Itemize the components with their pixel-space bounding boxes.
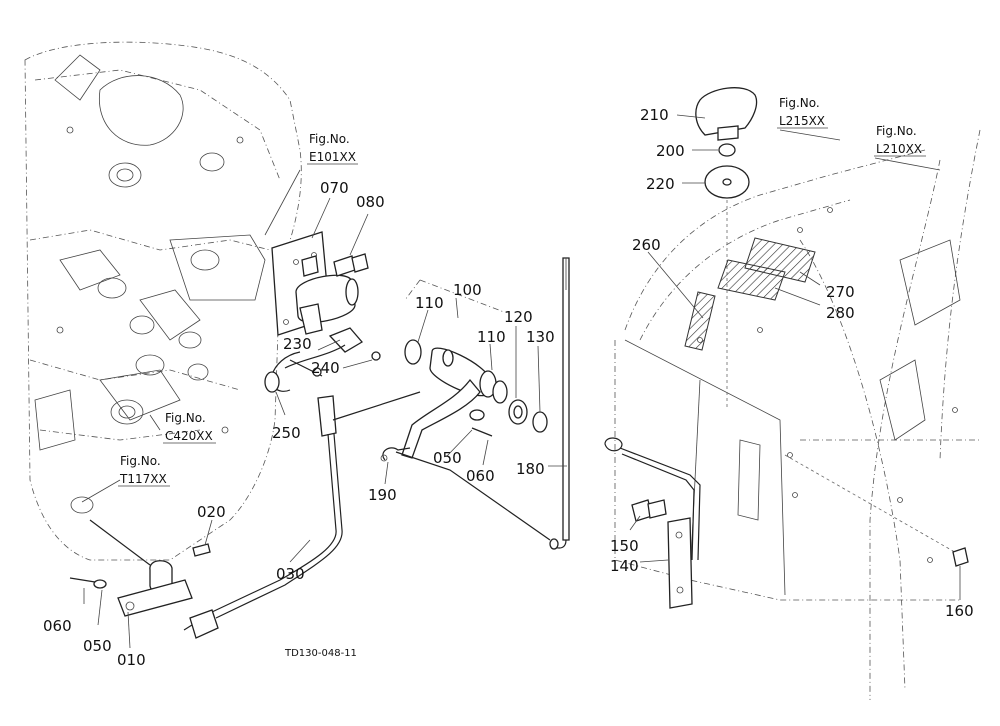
fender-panel xyxy=(614,129,981,700)
decal-280 xyxy=(717,259,786,301)
part-label-240: 240 xyxy=(311,359,340,377)
bolt-080 xyxy=(333,253,369,277)
rod-180 xyxy=(549,257,570,550)
part-label-120: 120 xyxy=(504,308,533,326)
part-label-250: 250 xyxy=(272,424,301,442)
part-label-100: 100 xyxy=(453,281,482,299)
figure-references: Fig.No. E101XX Fig.No. C420XX Fig.No. T1… xyxy=(118,96,926,487)
part-labels: 210 200 220 070 080 100 110 110 120 130 … xyxy=(43,106,974,669)
part-label-110-lower: 110 xyxy=(477,328,506,346)
ref-t117-line2: T117XX xyxy=(119,472,167,486)
part-label-020: 020 xyxy=(197,503,226,521)
part-label-190: 190 xyxy=(368,486,397,504)
drawing-code: TD130-048-11 xyxy=(284,648,357,659)
lever-010 xyxy=(69,543,211,631)
part-label-150: 150 xyxy=(610,537,639,555)
part-label-050-lower: 050 xyxy=(83,637,112,655)
part-label-060-lower: 060 xyxy=(43,617,72,635)
part-label-200: 200 xyxy=(656,142,685,160)
part-label-070: 070 xyxy=(320,179,349,197)
part-label-220: 220 xyxy=(646,175,675,193)
ref-l210-line2: L210XX xyxy=(876,142,922,156)
part-label-110-upper: 110 xyxy=(415,294,444,312)
bracket-070 xyxy=(271,231,359,336)
part-label-180: 180 xyxy=(516,460,545,478)
ref-e101-line2: E101XX xyxy=(309,150,356,164)
transmission-housing xyxy=(24,41,302,561)
rod-030 xyxy=(189,391,421,639)
ref-c420-line2: C420XX xyxy=(165,429,213,443)
part-label-280: 280 xyxy=(826,304,855,322)
part-label-030: 030 xyxy=(276,565,305,583)
part-label-260: 260 xyxy=(632,236,661,254)
part-label-230: 230 xyxy=(283,335,312,353)
part-label-010: 010 xyxy=(117,651,146,669)
clip-190 xyxy=(380,447,411,462)
leader-lines xyxy=(81,114,961,649)
shaft-assembly xyxy=(401,279,548,459)
part-label-210: 210 xyxy=(640,106,669,124)
part-label-140: 140 xyxy=(610,557,639,575)
link-assembly xyxy=(264,327,381,393)
part-label-060-upper: 060 xyxy=(466,467,495,485)
ref-e101-line1: Fig.No. xyxy=(309,132,350,146)
knob-assembly xyxy=(695,87,758,410)
part-label-270: 270 xyxy=(826,283,855,301)
decal-260 xyxy=(684,291,716,351)
ref-l210-line1: Fig.No. xyxy=(876,124,917,138)
part-label-160: 160 xyxy=(945,602,974,620)
part-label-080: 080 xyxy=(356,193,385,211)
ref-c420-line1: Fig.No. xyxy=(165,411,206,425)
ref-l215-line1: Fig.No. xyxy=(779,96,820,110)
part-label-050-upper: 050 xyxy=(433,449,462,467)
decals xyxy=(684,237,816,351)
part-label-130: 130 xyxy=(526,328,555,346)
bracket-140 xyxy=(604,437,969,609)
ref-l215-line2: L215XX xyxy=(779,114,825,128)
ref-t117-line1: Fig.No. xyxy=(120,454,161,468)
